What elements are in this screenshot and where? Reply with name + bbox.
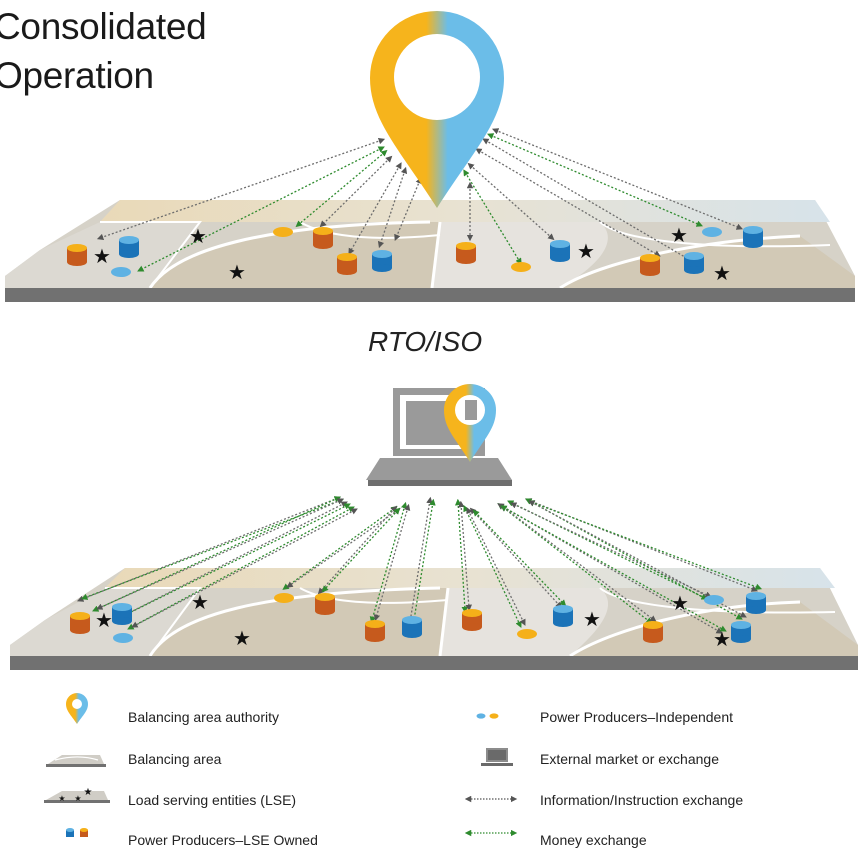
legend-label-info-exchange: Information/Instruction exchange xyxy=(540,792,744,808)
lse-star-icon: ★ xyxy=(233,626,251,650)
independent-producer-blue xyxy=(704,595,724,605)
top-power-producers: ★ ★ ★ ★ ★ ★ xyxy=(67,223,763,285)
svg-text:★: ★ xyxy=(58,794,65,803)
lse-owned-producer-icon xyxy=(66,828,88,837)
lse-owned-producer-blue xyxy=(684,252,704,274)
lse-star-icon: ★ xyxy=(95,608,113,632)
lse-owned-producer-orange xyxy=(640,254,660,276)
lse-owned-producer-blue xyxy=(119,236,139,258)
lse-owned-producer-orange xyxy=(462,609,482,631)
bottom-balancing-area-map xyxy=(10,568,858,670)
independent-producer-orange xyxy=(274,593,294,603)
lse-star-icon: ★ xyxy=(670,223,688,247)
top-exchange-arrows xyxy=(96,128,744,272)
lse-star-icon: ★ xyxy=(93,244,111,268)
title-line-1: Consolidated xyxy=(0,6,207,47)
rto-iso-label: RTO/ISO xyxy=(368,326,483,357)
info-exchange-arrow xyxy=(482,138,693,262)
lse-icon: ★ ★ ★ xyxy=(44,787,110,803)
lse-star-icon: ★ xyxy=(713,261,731,285)
lse-owned-producer-blue xyxy=(112,603,132,625)
svg-text:★: ★ xyxy=(74,794,81,803)
independent-producer-blue xyxy=(113,633,133,643)
external-market-icon xyxy=(481,748,513,766)
independent-producer-blue xyxy=(702,227,722,237)
legend-label-balancing-area: Balancing area xyxy=(128,751,222,767)
lse-owned-producer-orange xyxy=(315,593,335,615)
legend-label-lse: Load serving entities (LSE) xyxy=(128,792,297,808)
lse-owned-producer-orange xyxy=(67,244,87,266)
legend-label-external-market: External market or exchange xyxy=(540,751,719,767)
lse-owned-producer-orange xyxy=(643,621,663,643)
lse-owned-producer-blue xyxy=(746,592,766,614)
lse-owned-producer-blue xyxy=(553,605,573,627)
lse-owned-producer-blue xyxy=(743,226,763,248)
lse-owned-producer-blue xyxy=(372,250,392,272)
balancing-area-authority-pin-icon xyxy=(370,11,504,208)
independent-producer-orange xyxy=(273,227,293,237)
independent-producer-blue xyxy=(111,267,131,277)
legend-label-balancing-area-authority: Balancing area authority xyxy=(128,709,279,725)
lse-star-icon: ★ xyxy=(191,590,209,614)
lse-star-icon: ★ xyxy=(713,627,731,651)
lse-owned-producer-blue xyxy=(550,240,570,262)
legend-label-lse-owned-producers: Power Producers–LSE Owned xyxy=(128,832,318,848)
independent-producer-icon xyxy=(476,713,499,719)
lse-owned-producer-orange xyxy=(70,612,90,634)
external-market-laptop-icon xyxy=(366,384,512,486)
legend-label-money-exchange: Money exchange xyxy=(540,832,647,848)
lse-star-icon: ★ xyxy=(189,224,207,248)
independent-producer-orange xyxy=(517,629,537,639)
lse-owned-producer-blue xyxy=(731,621,751,643)
lse-owned-producer-orange xyxy=(337,253,357,275)
balancing-area-authority-icon xyxy=(66,693,88,724)
lse-star-icon: ★ xyxy=(583,607,601,631)
info-exchange-arrow xyxy=(394,176,422,242)
legend: ★ ★ ★ xyxy=(44,693,518,837)
svg-text:★: ★ xyxy=(84,787,93,798)
lse-owned-producer-orange xyxy=(456,242,476,264)
lse-star-icon: ★ xyxy=(577,239,595,263)
info-exchange-arrow xyxy=(373,503,411,622)
lse-owned-producer-orange xyxy=(365,620,385,642)
lse-owned-producer-blue xyxy=(402,616,422,638)
balancing-area-icon xyxy=(46,755,106,767)
independent-producer-orange xyxy=(511,262,531,272)
bottom-power-producers: ★ ★ ★ ★ ★ ★ xyxy=(70,590,766,651)
lse-star-icon: ★ xyxy=(671,591,689,615)
lse-owned-producer-orange xyxy=(313,227,333,249)
lse-star-icon: ★ xyxy=(228,260,246,284)
title-line-2: Operation xyxy=(0,55,154,96)
legend-label-independent-producers: Power Producers–Independent xyxy=(540,709,734,725)
